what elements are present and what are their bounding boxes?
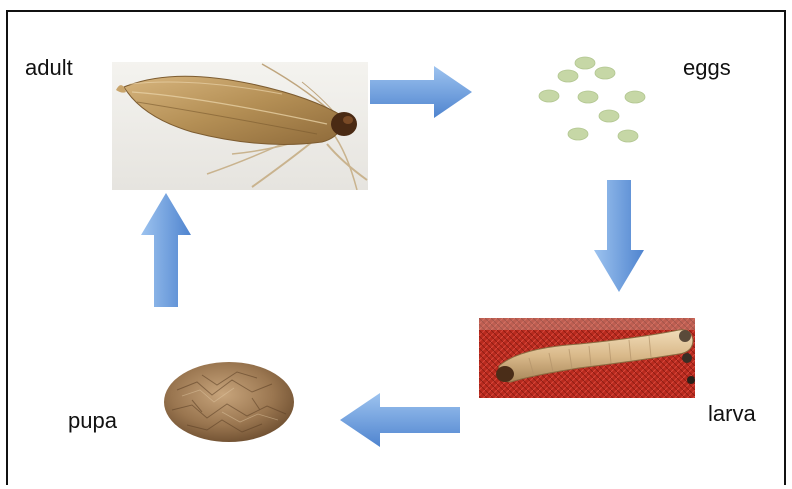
arrow-right-icon: [370, 66, 474, 118]
egg-cluster-image: [532, 52, 654, 148]
label-pupa: pupa: [68, 408, 117, 434]
arrow-up-icon: [141, 193, 191, 307]
pupa-image: [162, 360, 296, 444]
larva-image: [479, 318, 695, 398]
arrow-left-icon: [340, 393, 460, 447]
arrow-down-icon: [594, 180, 644, 292]
moth-image: [112, 62, 368, 190]
label-adult: adult: [25, 55, 73, 81]
label-eggs: eggs: [683, 55, 731, 81]
label-larva: larva: [708, 401, 756, 427]
